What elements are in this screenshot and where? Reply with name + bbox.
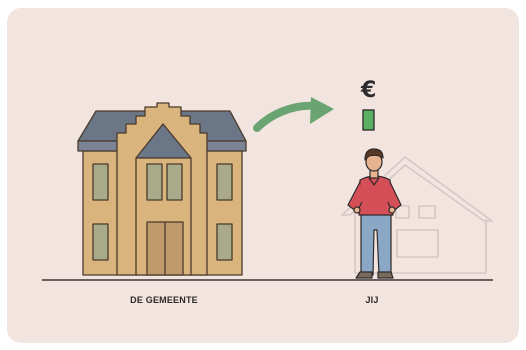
arrow-icon: [257, 97, 334, 128]
label-municipality: DE GEMEENTE: [130, 295, 198, 305]
euro-symbol: €: [361, 78, 376, 103]
label-you: JIJ: [365, 295, 378, 305]
banknote-icon: [363, 110, 374, 130]
town-hall-icon: [78, 103, 246, 275]
